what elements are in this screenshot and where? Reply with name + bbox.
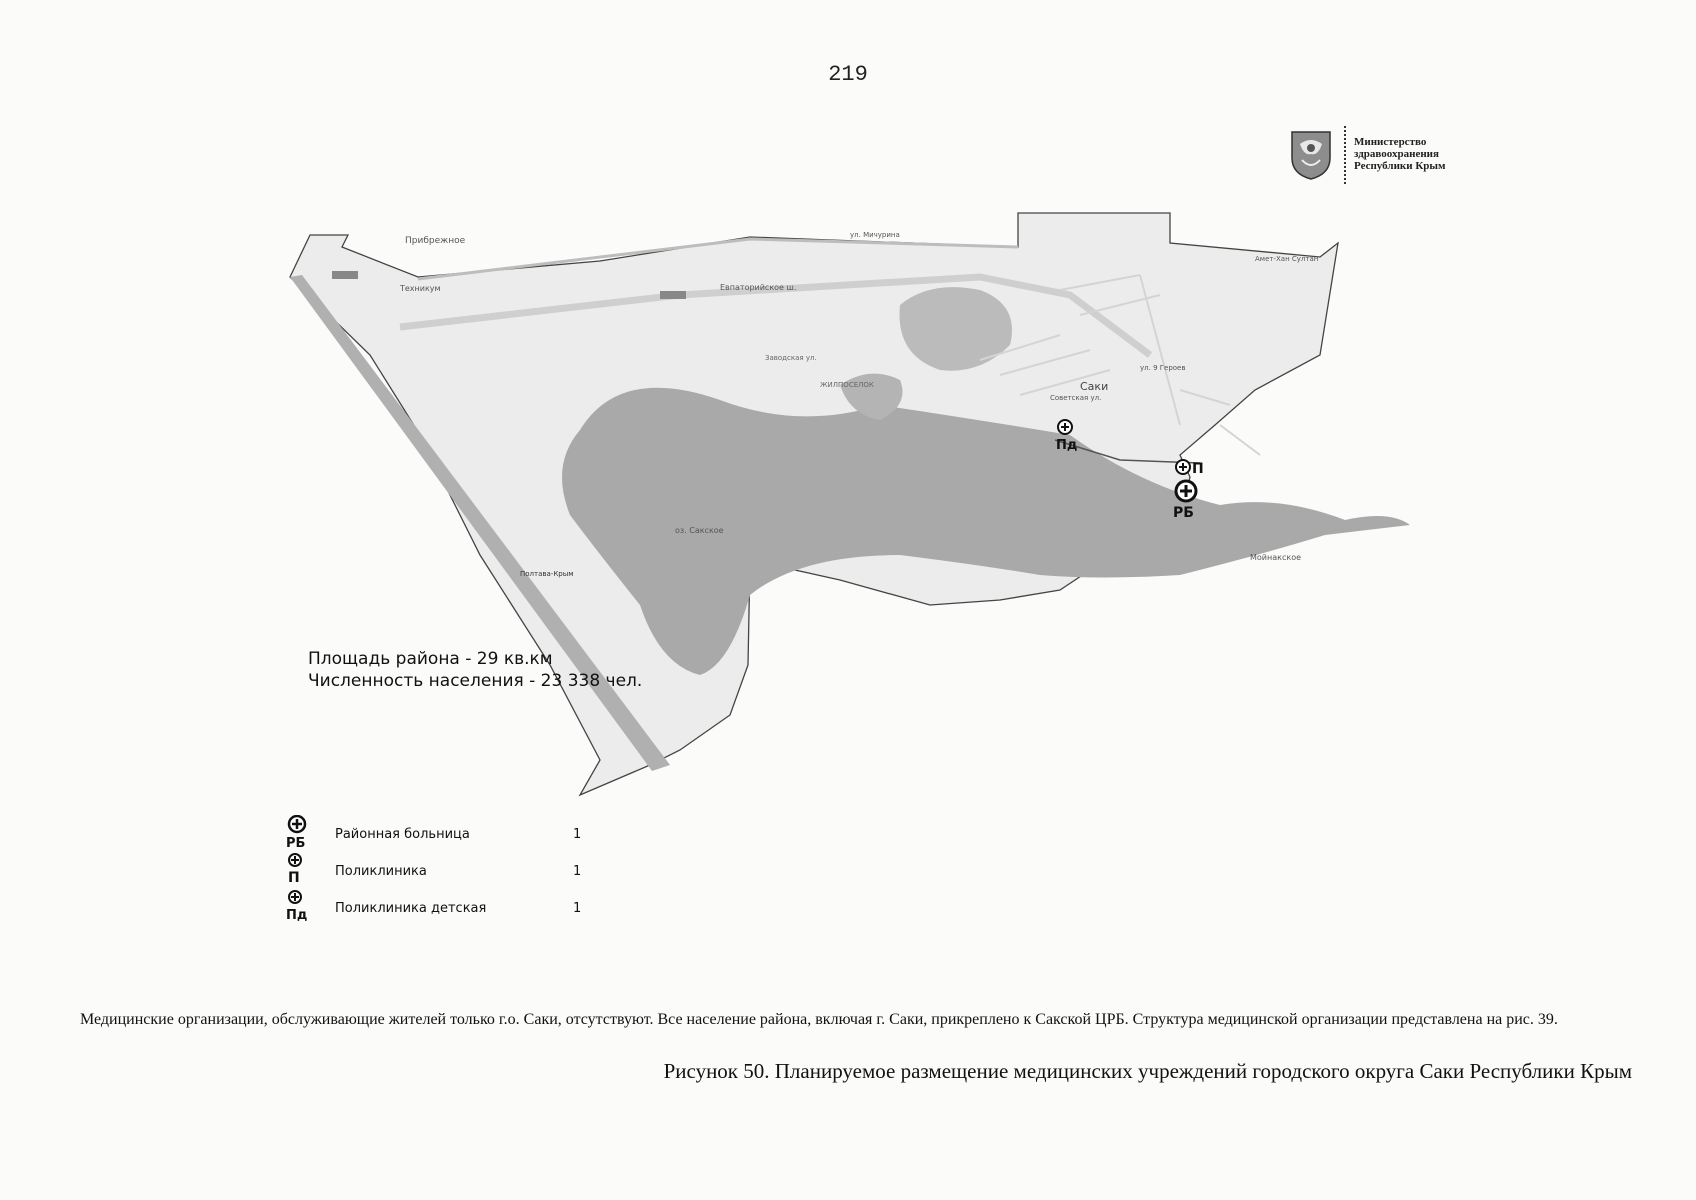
child-clinic-marker: Пд	[1056, 419, 1077, 453]
evpatoria-highway	[399, 273, 1153, 358]
legend-row-clinic: П Поликлиника 1	[285, 852, 605, 889]
legend-label: Районная больница	[335, 827, 470, 842]
city-street-grid	[979, 274, 1261, 456]
clinic-marker: П	[1175, 459, 1204, 477]
legend-count: 1	[573, 827, 582, 842]
legend-count: 1	[573, 901, 582, 916]
map-label-zhilposelok: ЖИЛПОСЕЛОК	[820, 381, 874, 389]
clinic-cross-icon: П	[288, 853, 302, 886]
small-lake	[840, 373, 903, 420]
legend-row-district-hospital: РБ Районная больница 1	[285, 815, 605, 852]
map-label-street-amet-khan: Амет-Хан Султан	[1255, 255, 1318, 263]
map-label-moinakskoe: Мойнакское	[1250, 553, 1301, 562]
ministry-name: Министерство здравоохранения Республики …	[1354, 136, 1446, 172]
legend-code: Пд	[286, 908, 307, 923]
legend-code: РБ	[286, 836, 305, 851]
logo-separator	[1344, 126, 1347, 184]
hospital-cross-icon: РБ	[286, 815, 307, 851]
body-note: Медицинские организации, обслуживающие ж…	[80, 1011, 1558, 1028]
map-label-saki-lake: оз. Сакское	[675, 526, 724, 535]
crimea-coat-of-arms-icon	[1291, 131, 1331, 180]
district-hospital-marker-label: РБ	[1173, 505, 1194, 521]
child-clinic-marker-label: Пд	[1056, 438, 1077, 453]
legend-code: П	[288, 870, 300, 886]
map-label-street-zavodskaya: Заводская ул.	[765, 354, 817, 362]
road-code-badge	[660, 291, 686, 299]
map-label-street-michurina: ул. Мичурина	[850, 231, 900, 239]
michurina-street	[417, 237, 1019, 281]
legend-label: Поликлиника	[335, 864, 427, 879]
figure-caption: Рисунок 50. Планируемое размещение медиц…	[663, 1059, 1632, 1083]
railway-line	[1054, 439, 1201, 464]
district-map: Прибрежное Техникум Саки оз. Сакское Пол…	[289, 212, 1410, 797]
child-clinic-cross-icon: Пд	[286, 890, 307, 923]
district-hospital-marker: РБ	[1173, 479, 1198, 521]
page-number: 219	[828, 62, 868, 87]
map-label-saki: Саки	[1080, 380, 1108, 393]
clinic-marker-label: П	[1192, 461, 1204, 477]
ministry-logo: Министерство здравоохранения Республики …	[1288, 126, 1478, 186]
coastal-strip	[290, 275, 670, 771]
district-population: Численность населения - 23 338 чел.	[308, 671, 643, 691]
district-summary: Площадь района - 29 кв.км Численность на…	[308, 648, 642, 692]
upper-lake	[899, 287, 1012, 371]
saki-lake	[562, 387, 1410, 675]
map-label-street-evpatoria: Евпаторийское ш.	[720, 283, 796, 292]
district-area: Площадь района - 29 кв.км	[308, 649, 553, 669]
map-label-pribrezhnoe: Прибрежное	[405, 236, 466, 246]
map-label-poltava-krym: Полтава-Крым	[520, 570, 574, 578]
legend-count: 1	[573, 864, 582, 879]
legend-row-child-clinic: Пд Поликлиника детская 1	[285, 889, 605, 926]
road-code-badge	[332, 271, 358, 279]
map-label-street-sovetskaya: Советская ул.	[1050, 394, 1101, 402]
legend-label: Поликлиника детская	[335, 901, 487, 916]
map-label-street-9-geroev: ул. 9 Героев	[1140, 364, 1185, 372]
map-legend: РБ Районная больница 1 П Поликлиника 1 П…	[285, 815, 605, 926]
map-label-technikum: Техникум	[399, 284, 441, 293]
